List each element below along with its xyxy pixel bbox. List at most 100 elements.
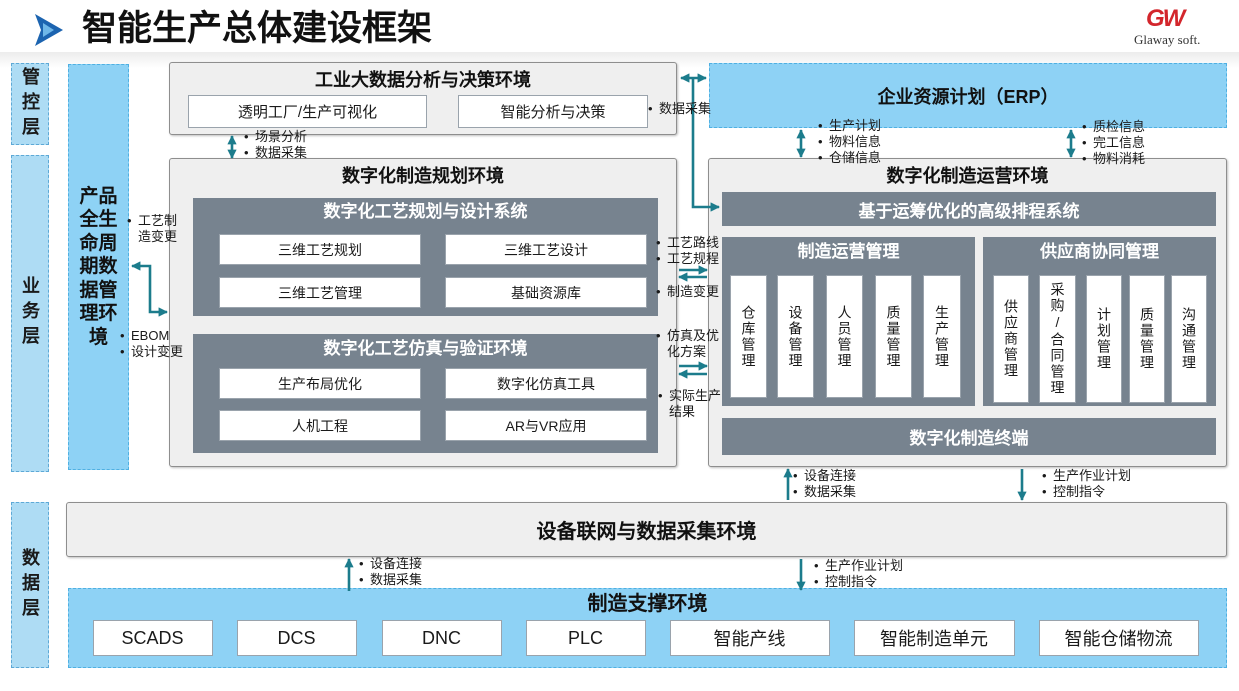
flow-label-item: 工艺制造变更 xyxy=(127,213,181,245)
srm-item-procurement: 采购/合同管理 xyxy=(1039,275,1076,403)
analytics-item-visualization: 透明工厂/生产可视化 xyxy=(188,95,427,128)
support-item-scads: SCADS xyxy=(92,620,213,656)
layer-label-text: 管控层 xyxy=(20,66,40,142)
flow-label-item: EBOM xyxy=(120,328,183,344)
manufacturing-terminal: 数字化制造终端 xyxy=(722,418,1216,455)
planning-title: 数字化制造规划环境 xyxy=(342,166,504,186)
flow-label-item: 设计变更 xyxy=(120,344,183,360)
mom-item-label: 设备管理 xyxy=(787,304,804,369)
support-item-smart-logistics: 智能仓储物流 xyxy=(1038,620,1199,656)
mom-item-quality: 质量管理 xyxy=(875,275,912,398)
design-item: 三维工艺管理 xyxy=(219,277,421,308)
design-item: 三维工艺设计 xyxy=(445,234,647,265)
iot-title: 设备联网与数据采集环境 xyxy=(536,521,757,543)
mom-item-label: 人员管理 xyxy=(836,304,853,369)
mom-module: 制造运营管理 仓库管理 设备管理 人员管理 质量管理 生产管理 xyxy=(722,237,975,406)
srm-item-label: 供应商管理 xyxy=(1003,299,1019,379)
flow-label-support-iot-up: 设备连接 数据采集 xyxy=(359,556,422,588)
flow-label-item: 完工信息 xyxy=(1082,135,1145,151)
support-item-smart-line: 智能产线 xyxy=(669,620,830,656)
planning-environment: 数字化制造规划环境 数字化工艺规划与设计系统 三维工艺规划 三维工艺设计 三维工… xyxy=(169,158,677,467)
simulation-item: 数字化仿真工具 xyxy=(445,368,647,399)
simulation-item: 人机工程 xyxy=(219,410,421,441)
flow-label-ops-planning-result: 实际生产结果 xyxy=(658,388,726,420)
flow-label-item: 质检信息 xyxy=(1082,119,1145,135)
mom-item-production: 生产管理 xyxy=(923,275,961,398)
srm-item-label: 沟通管理 xyxy=(1181,307,1197,371)
support-environment: 制造支撑环境 SCADS DCS DNC PLC 智能产线 智能制造单元 智能仓… xyxy=(68,588,1227,668)
flow-label-erp-ops-right: 质检信息 完工信息 物料消耗 xyxy=(1082,119,1145,167)
flow-label-item: 仿真及优化方案 xyxy=(656,328,724,360)
aps-system: 基于运筹优化的高级排程系统 xyxy=(722,192,1216,226)
plm-title: 产品全生命周期数据管理环境 xyxy=(79,185,118,348)
layer-label-business: 业务层 xyxy=(11,155,49,472)
analytics-environment: 工业大数据分析与决策环境 透明工厂/生产可视化 智能分析与决策 xyxy=(169,62,677,135)
process-design-title: 数字化工艺规划与设计系统 xyxy=(323,202,528,221)
flow-label-planning-ops-change: 制造变更 xyxy=(656,284,719,300)
flow-label-item: 数据采集 xyxy=(359,572,422,588)
plm-environment: 产品全生命周期数据管理环境 xyxy=(68,64,129,470)
flow-label-item: 数据采集 xyxy=(244,145,307,161)
simulation-item: 生产布局优化 xyxy=(219,368,421,399)
mom-item-label: 生产管理 xyxy=(934,304,950,369)
srm-item-label: 计划管理 xyxy=(1096,307,1112,371)
operations-title: 数字化制造运营环境 xyxy=(886,166,1049,186)
analytics-item-decision: 智能分析与决策 xyxy=(458,95,648,128)
srm-item-label: 采购/合同管理 xyxy=(1049,282,1066,396)
srm-item-communication: 沟通管理 xyxy=(1171,275,1207,403)
erp-title: 企业资源计划（ERP） xyxy=(877,86,1059,107)
support-item-smart-cell: 智能制造单元 xyxy=(853,620,1015,656)
mom-item-label: 质量管理 xyxy=(885,304,902,369)
flow-label-item: 设备连接 xyxy=(793,468,856,484)
erp-environment: 企业资源计划（ERP） xyxy=(709,63,1227,128)
flow-label-item: 场景分析 xyxy=(244,129,307,145)
design-item: 基础资源库 xyxy=(445,277,647,308)
flow-label-item: 控制指令 xyxy=(814,574,903,590)
iot-environment: 设备联网与数据采集环境 xyxy=(66,502,1227,557)
srm-item-label: 质量管理 xyxy=(1139,307,1155,371)
flow-label-erp-ops-left: 生产计划 物料信息 仓储信息 xyxy=(818,118,881,166)
terminal-title: 数字化制造终端 xyxy=(909,429,1029,448)
support-item-plc: PLC xyxy=(525,620,646,656)
flow-label-item: 工艺规程 xyxy=(656,251,719,267)
flow-label-analytics-planning: 场景分析 数据采集 xyxy=(244,129,307,161)
mom-item-equipment: 设备管理 xyxy=(777,275,814,398)
srm-module: 供应商协同管理 供应商管理 采购/合同管理 计划管理 质量管理 沟通管理 xyxy=(983,237,1216,406)
flow-label-planning-ops-route: 工艺路线 工艺规程 xyxy=(656,235,719,267)
mom-item-personnel: 人员管理 xyxy=(826,275,863,398)
srm-item-supplier: 供应商管理 xyxy=(993,275,1029,403)
flow-label-ops-iot-down: 生产作业计划 控制指令 xyxy=(1042,468,1131,500)
simulation-item: AR与VR应用 xyxy=(445,410,647,441)
srm-title: 供应商协同管理 xyxy=(1040,242,1159,261)
flow-label-item: 生产计划 xyxy=(818,118,881,134)
flow-label-item: 物料消耗 xyxy=(1082,151,1145,167)
flow-label-iot-ops-up: 设备连接 数据采集 xyxy=(793,468,856,500)
flow-label-item: 工艺路线 xyxy=(656,235,719,251)
layer-label-text: 业务层 xyxy=(20,276,40,351)
page-title: 智能生产总体建设框架 xyxy=(82,9,433,48)
layer-label-data: 数据层 xyxy=(11,502,49,668)
mom-item-label: 仓库管理 xyxy=(740,304,757,369)
process-design-system: 数字化工艺规划与设计系统 三维工艺规划 三维工艺设计 三维工艺管理 基础资源库 xyxy=(193,198,658,316)
layer-label-control: 管控层 xyxy=(11,63,49,145)
flow-label-item: 控制指令 xyxy=(1042,484,1131,500)
brand-logo-mark: GW xyxy=(1146,5,1185,32)
mom-item-warehouse: 仓库管理 xyxy=(730,275,767,398)
srm-item-plan: 计划管理 xyxy=(1086,275,1122,403)
flow-label-analytics-aps: 数据采集 xyxy=(648,101,711,117)
mom-title: 制造运营管理 xyxy=(797,242,900,261)
flow-label-iot-support-down: 生产作业计划 控制指令 xyxy=(814,558,903,590)
flow-label-item: 制造变更 xyxy=(656,284,719,300)
operations-environment: 数字化制造运营环境 基于运筹优化的高级排程系统 制造运营管理 仓库管理 设备管理… xyxy=(708,158,1227,467)
flow-label-item: 数据采集 xyxy=(648,101,711,117)
support-item-dnc: DNC xyxy=(381,620,502,656)
brand-name: Glaway soft. xyxy=(1134,32,1201,47)
flow-label-item: 物料信息 xyxy=(818,134,881,150)
design-item: 三维工艺规划 xyxy=(219,234,421,265)
support-item-dcs: DCS xyxy=(236,620,357,656)
flow-label-item: 仓储信息 xyxy=(818,150,881,166)
analytics-title: 工业大数据分析与决策环境 xyxy=(315,70,531,90)
layer-label-text: 数据层 xyxy=(20,547,40,623)
flow-label-plm-planning-bottom: EBOM 设计变更 xyxy=(120,328,183,360)
srm-item-quality: 质量管理 xyxy=(1129,275,1165,403)
